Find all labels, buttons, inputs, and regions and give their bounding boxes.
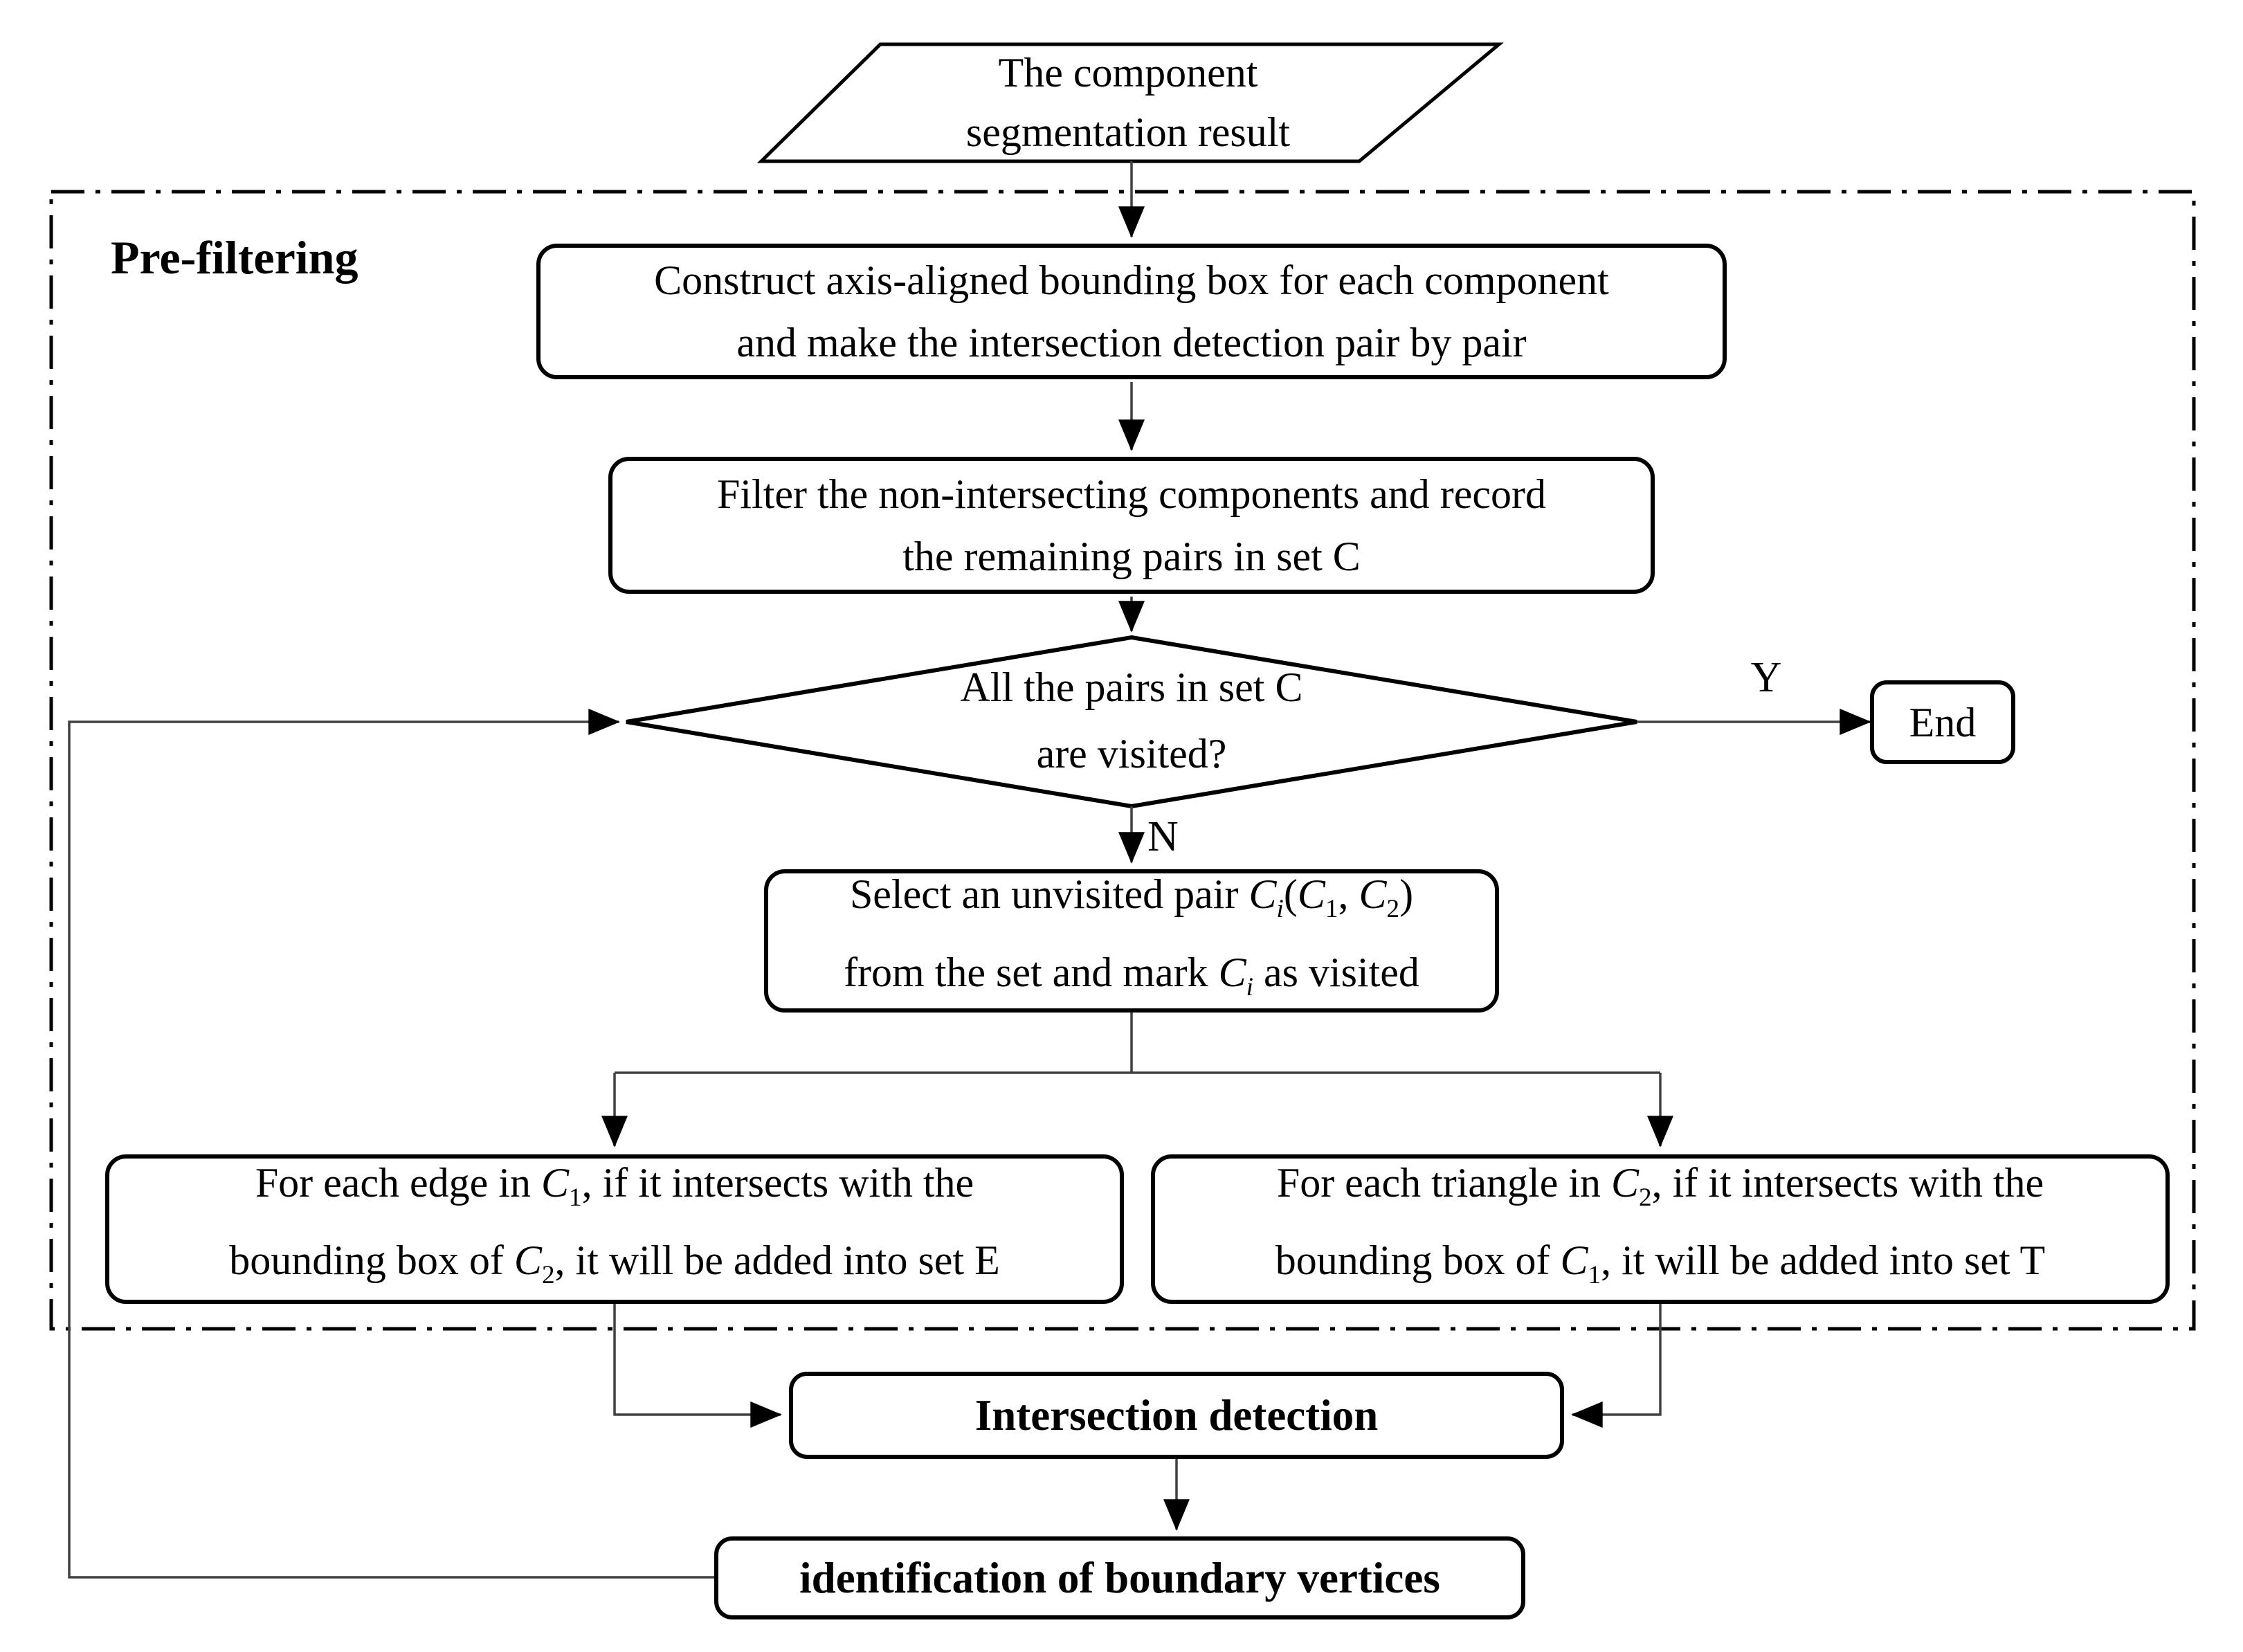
triangle-branch-line1: For each triangle in C2, if it intersect…	[1276, 1159, 2044, 1212]
construct-line2: and make the intersection detection pair…	[736, 320, 1527, 365]
connector-edge-branch-to-intersection	[613, 1304, 782, 1428]
edge-branch-node: For each edge in C1, if it intersects wi…	[105, 1154, 1124, 1304]
filter-line2: the remaining pairs in set C	[902, 534, 1361, 579]
intersection-detection-node: Intersection detection	[789, 1372, 1564, 1459]
construct-line1: Construct axis-aligned bounding box for …	[654, 257, 1609, 303]
construct-bounding-box-node: Construct axis-aligned bounding box for …	[536, 244, 1727, 379]
decision-node-text: All the pairs in set C are visited?	[820, 654, 1443, 787]
input-line2: segmentation result	[965, 109, 1291, 155]
identification-node: identification of boundary vertices	[714, 1536, 1525, 1619]
triangle-branch-node: For each triangle in C2, if it intersect…	[1151, 1154, 2170, 1304]
edge-branch-line2: bounding box of C2, it will be added int…	[229, 1237, 1000, 1290]
prefiltering-region-label: Pre-filtering	[111, 231, 358, 284]
triangle-branch-line2: bounding box of C1, it will be added int…	[1275, 1237, 2046, 1290]
connector-triangle-branch-to-intersection	[1571, 1304, 1662, 1428]
decision-line1: All the pairs in set C	[960, 664, 1303, 710]
decision-line2: are visited?	[1036, 731, 1227, 777]
prefiltering-boundary	[49, 190, 2196, 1331]
filter-line1: Filter the non-intersecting components a…	[717, 471, 1546, 517]
end-node: End	[1870, 680, 2015, 764]
input-node-text: The component segmentation result	[817, 47, 1440, 158]
select-line2: from the set and mark Ci as visited	[844, 949, 1419, 1001]
input-parallelogram-shape	[756, 42, 1504, 163]
intersection-label: Intersection detection	[974, 1391, 1379, 1440]
connector-identification-loop-to-decision	[68, 709, 714, 1579]
edge-label-no: N	[1147, 813, 1179, 860]
edge-label-yes: Y	[1750, 654, 1782, 701]
filter-components-node: Filter the non-intersecting components a…	[608, 457, 1655, 594]
select-line1: Select an unvisited pair Ci(C1, C2)	[849, 871, 1414, 924]
select-pair-node: Select an unvisited pair Ci(C1, C2) from…	[764, 869, 1499, 1013]
identification-label: identification of boundary vertices	[799, 1554, 1440, 1602]
input-line1: The component	[998, 50, 1258, 96]
end-label: End	[1909, 699, 1977, 745]
edge-branch-line1: For each edge in C1, if it intersects wi…	[255, 1159, 974, 1212]
